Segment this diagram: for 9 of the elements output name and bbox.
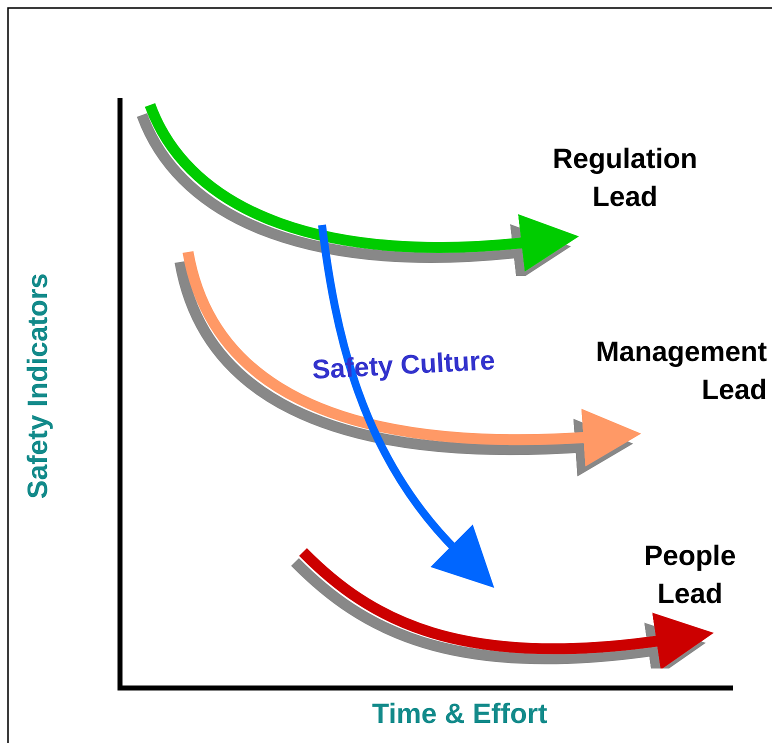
axis-title: Safety Indicators xyxy=(22,273,54,499)
axis-title: Time & Effort xyxy=(372,698,548,730)
curved-arrow xyxy=(299,548,714,670)
curved-arrow xyxy=(182,250,642,466)
curved-arrow xyxy=(145,102,580,272)
curve-label: Management Lead xyxy=(545,333,767,409)
curve-label: People Lead xyxy=(620,537,760,613)
arrow-label: Safety Culture xyxy=(311,345,496,386)
curve-label: Regulation Lead xyxy=(530,140,720,216)
